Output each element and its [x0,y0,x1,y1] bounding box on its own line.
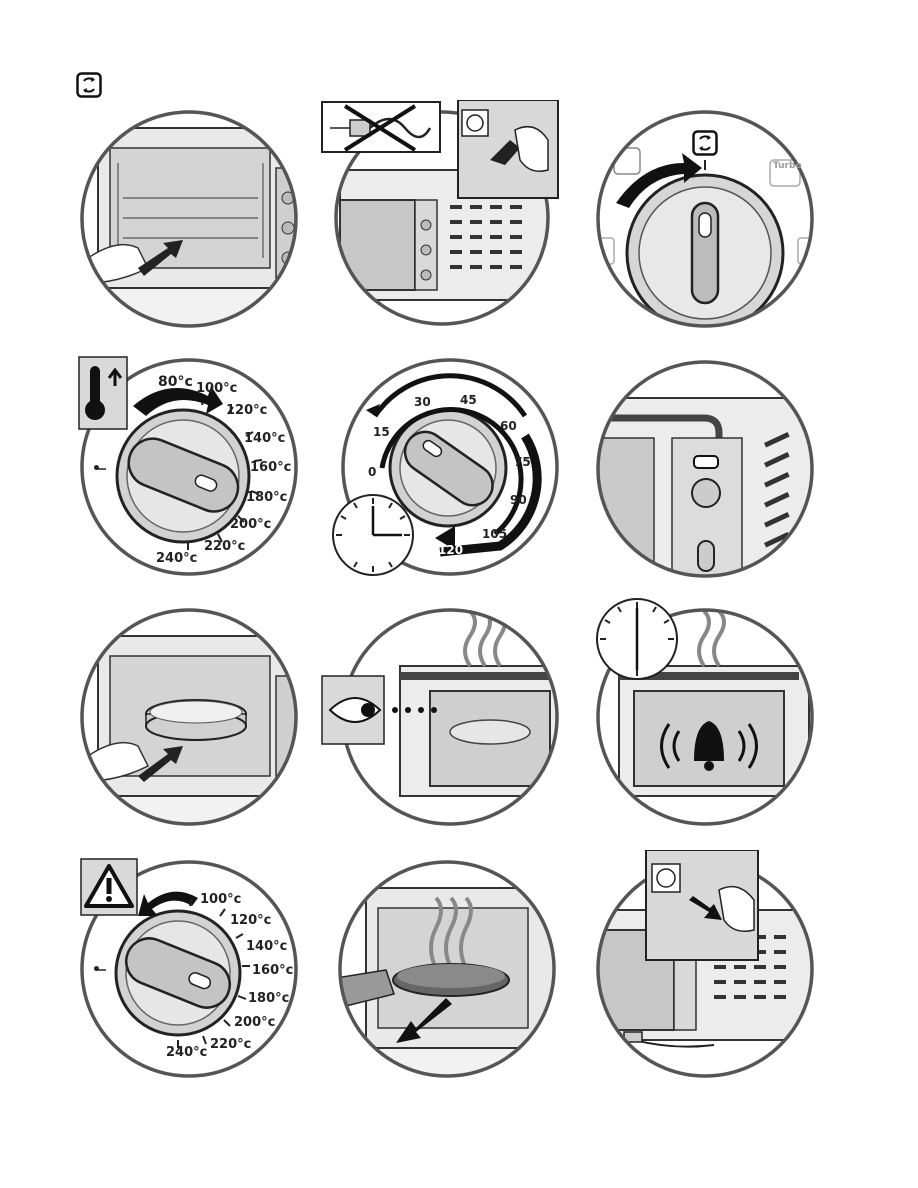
temp-label-100: 100°c [196,381,237,396]
clock-icon [330,492,416,578]
time-label-30: 30 [414,395,431,409]
time-label-45: 45 [460,393,477,407]
temp-label-180: 180°c [248,991,289,1006]
temp-label-120: 120°c [230,913,271,928]
temp-off-mark: • [92,461,101,477]
temp-label-240: 240°c [156,551,197,566]
temp-label-200: 200°c [234,1015,275,1030]
time-label-60: 60 [500,419,517,433]
step-plug-in-panel [320,99,560,332]
header-fan-icon [76,72,102,98]
step-unplug-panel [594,849,816,1080]
temp-label-200: 200°c [230,517,271,532]
step-watch-cooking-panel [320,606,560,828]
step-indicator-light-panel [594,358,816,580]
step-turn-off-panel: • 100°c 120°c 140°c 160°c 180°c 200°c 22… [78,858,300,1080]
temp-label-100: 100°c [200,892,241,907]
temp-label-240: 240°c [166,1045,207,1060]
step-set-temperature-panel: • 80°c 100°c 120°c 140°c 160°c 180°c 200… [78,356,300,578]
fan-mode-icon [692,130,718,156]
time-label-90: 90 [510,493,527,507]
step-select-fan-mode-panel: Turbo [594,108,816,330]
step-insert-food-panel [78,606,300,828]
temp-label-220: 220°c [210,1037,251,1052]
time-label-75: 75 [514,455,531,469]
thermometer-up-icon [78,356,128,430]
step-timer-bell-panel [594,596,816,828]
clock-icon [594,596,680,682]
temp-label-140: 140°c [246,939,287,954]
temp-label-220: 220°c [204,539,245,554]
temp-low-label: 80°c [158,374,193,390]
step-insert-rack-panel [78,108,300,330]
temp-label-140: 140°c [244,431,285,446]
step-remove-food-panel [336,858,558,1080]
temp-label-160: 160°c [252,963,293,978]
time-label-15: 15 [373,425,390,439]
time-label-105: 105 [482,527,507,541]
time-label-120: 120 [438,543,463,557]
time-label-0: 0 [368,465,376,479]
temp-label-160: 160°c [250,460,291,475]
temp-label-180: 180°c [246,490,287,505]
temp-off-mark: • [92,962,101,978]
turbo-label: Turbo [773,161,802,171]
step-set-timer-panel: 0 15 30 45 60 75 90 105 120 [330,356,562,578]
warning-triangle-icon [80,858,138,916]
temp-label-120: 120°c [226,403,267,418]
